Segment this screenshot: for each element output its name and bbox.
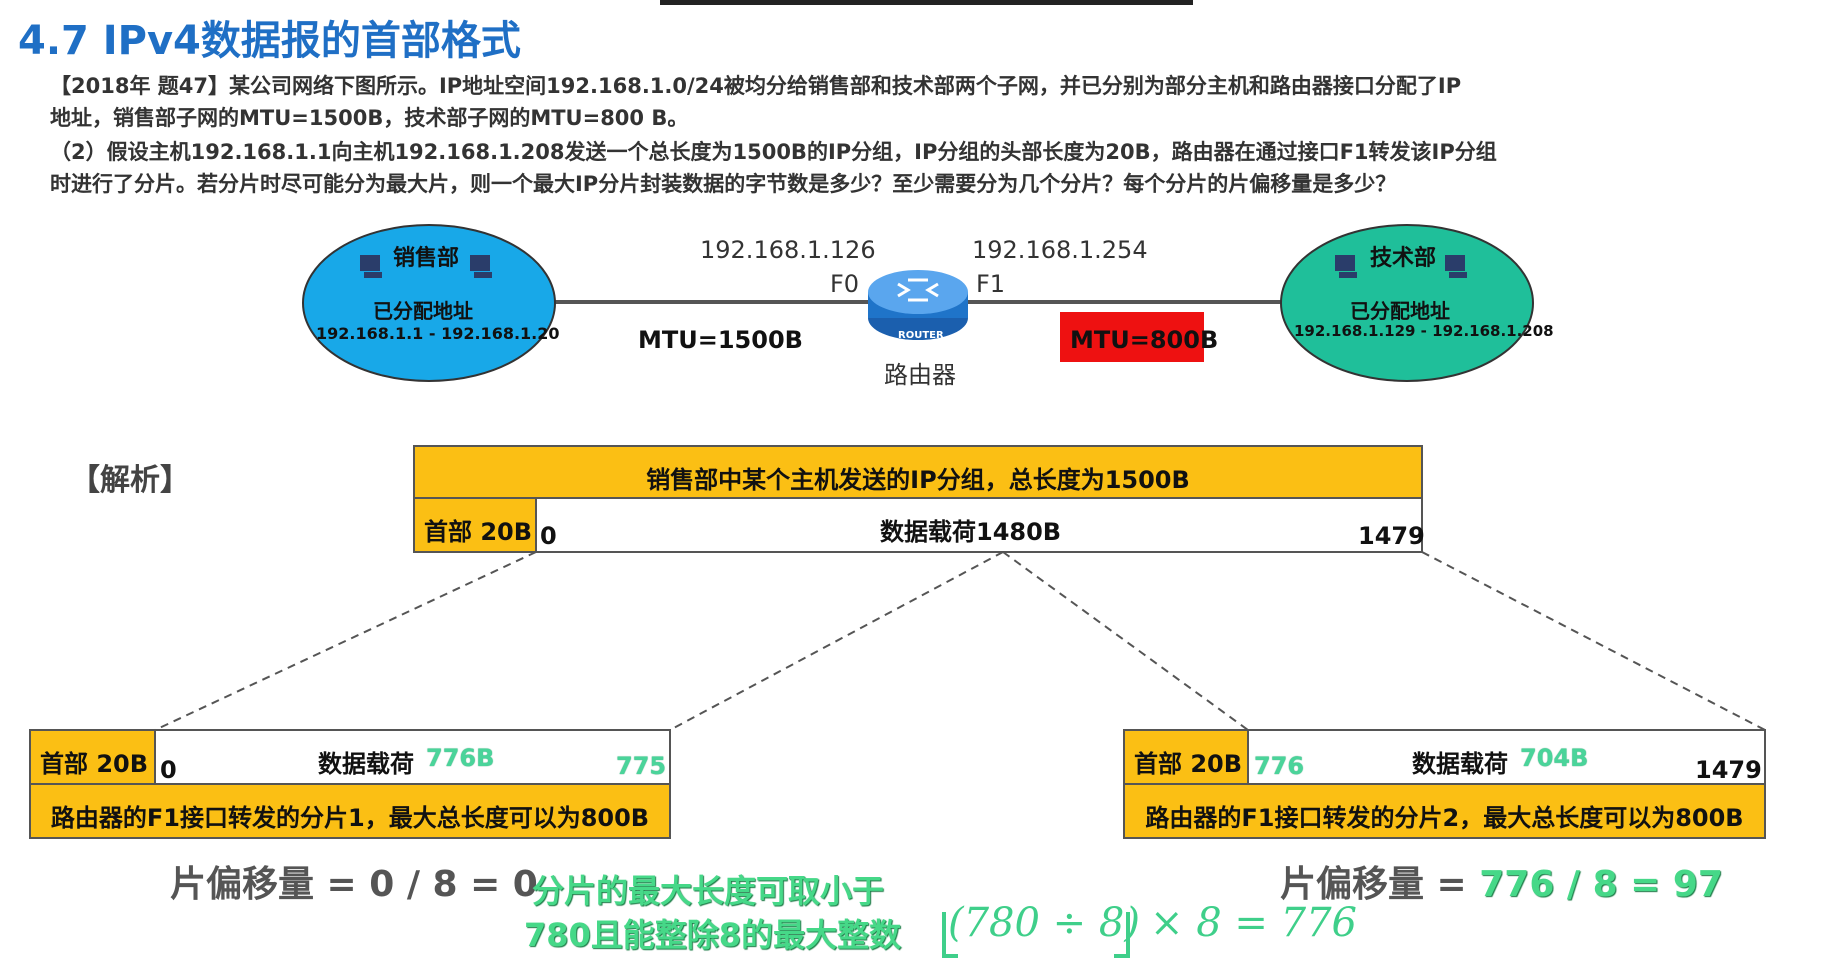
analysis-label: 【解析】 bbox=[70, 463, 190, 498]
mtu-right-highlight bbox=[1060, 312, 1204, 362]
f0-label: F0 bbox=[830, 270, 860, 298]
packet-start-offset: 0 bbox=[540, 522, 557, 550]
formula-tail: × 8 = 776 bbox=[1150, 900, 1357, 946]
mtu-left-label: MTU=1500B bbox=[638, 326, 803, 354]
frag2-payload-size: 704B bbox=[1520, 744, 1589, 772]
top-bar bbox=[660, 0, 1193, 5]
question-line-3: （2）假设主机192.168.1.1向主机192.168.1.208发送一个总长… bbox=[50, 140, 1497, 164]
tech-assigned-label: 已分配地址 bbox=[1350, 299, 1450, 323]
question-line-2: 地址，销售部子网的MTU=1500B，技术部子网的MTU=800 B。 bbox=[50, 106, 689, 130]
note-line-1: 分片的最大长度可取小于 bbox=[532, 872, 885, 910]
frag1-payload-label: 数据载荷 bbox=[318, 750, 414, 778]
question-line-1: 【2018年 题47】某公司网络下图所示。IP地址空间192.168.1.0/2… bbox=[50, 74, 1462, 98]
tech-range-label: 192.168.1.129 - 192.168.1.208 bbox=[1294, 322, 1554, 340]
tech-dept-label: 技术部 bbox=[1370, 246, 1437, 271]
frag1-offset-label: 片偏移量 = bbox=[170, 864, 370, 905]
frag2-header-label: 首部 20B bbox=[1134, 750, 1243, 778]
frag2-payload-label: 数据载荷 bbox=[1412, 750, 1508, 778]
router-icon bbox=[868, 270, 968, 340]
frag1-payload-size: 776B bbox=[426, 744, 495, 772]
f1-label: F1 bbox=[976, 270, 1006, 298]
question-line-4: 时进行了分片。若分片时尽可能分为最大片，则一个最大IP分片封装数据的字节数是多少… bbox=[50, 172, 1397, 196]
frag1-offset: 片偏移量 = 0 / 8 = 0 bbox=[170, 855, 538, 907]
frag1-start-offset: 0 bbox=[160, 756, 177, 784]
frag2-offset: 片偏移量 = 776 / 8 = 97 bbox=[1280, 855, 1723, 907]
sales-dept-label: 销售部 bbox=[393, 246, 460, 271]
frag1-offset-calc: 0 / 8 = 0 bbox=[369, 864, 538, 905]
router-icon-text: ROUTER bbox=[898, 330, 944, 341]
f0-ip-label: 192.168.1.126 bbox=[700, 236, 876, 264]
packet-header-box bbox=[413, 497, 537, 553]
frag1-header-box bbox=[29, 729, 156, 785]
frag1-end-offset: 775 bbox=[616, 752, 667, 780]
frag2-start-offset: 776 bbox=[1254, 752, 1305, 780]
frag2-offset-label: 片偏移量 = bbox=[1280, 864, 1480, 905]
packet-payload-label: 数据载荷1480B bbox=[880, 518, 1062, 546]
frag2-caption: 路由器的F1接口转发的分片2，最大总长度可以为800B bbox=[1145, 804, 1744, 832]
packet-header-label: 首部 20B bbox=[424, 518, 533, 546]
note-line-2: 780且能整除8的最大整数 bbox=[524, 916, 902, 954]
router-label: 路由器 bbox=[884, 361, 956, 389]
mtu-right-label: MTU=800B bbox=[1070, 326, 1219, 354]
frag1-caption: 路由器的F1接口转发的分片1，最大总长度可以为800B bbox=[50, 804, 650, 832]
sales-range-label: 192.168.1.1 - 192.168.1.20 bbox=[316, 324, 560, 343]
dashed-lines bbox=[154, 551, 1766, 731]
packet-title: 销售部中某个主机发送的IP分组，总长度为1500B bbox=[646, 466, 1190, 494]
floor-bracket bbox=[942, 912, 1130, 958]
packet-end-offset: 1479 bbox=[1358, 522, 1425, 550]
computer-icon bbox=[360, 255, 1467, 278]
frag1-caption-bar bbox=[29, 783, 671, 839]
frag2-offset-calc: 776 / 8 = 97 bbox=[1479, 864, 1723, 905]
frag2-caption-bar bbox=[1123, 783, 1766, 839]
sales-assigned-label: 已分配地址 bbox=[373, 299, 473, 323]
formula-floor: (780 ÷ 8) bbox=[948, 900, 1140, 946]
packet-title-bar bbox=[413, 445, 1423, 499]
frag2-header-box bbox=[1123, 729, 1249, 785]
page-title: 4.7 IPv4数据报的首部格式 bbox=[18, 18, 521, 64]
frag2-end-offset: 1479 bbox=[1695, 756, 1762, 784]
frag1-header-label: 首部 20B bbox=[40, 750, 149, 778]
f1-ip-label: 192.168.1.254 bbox=[972, 236, 1148, 264]
